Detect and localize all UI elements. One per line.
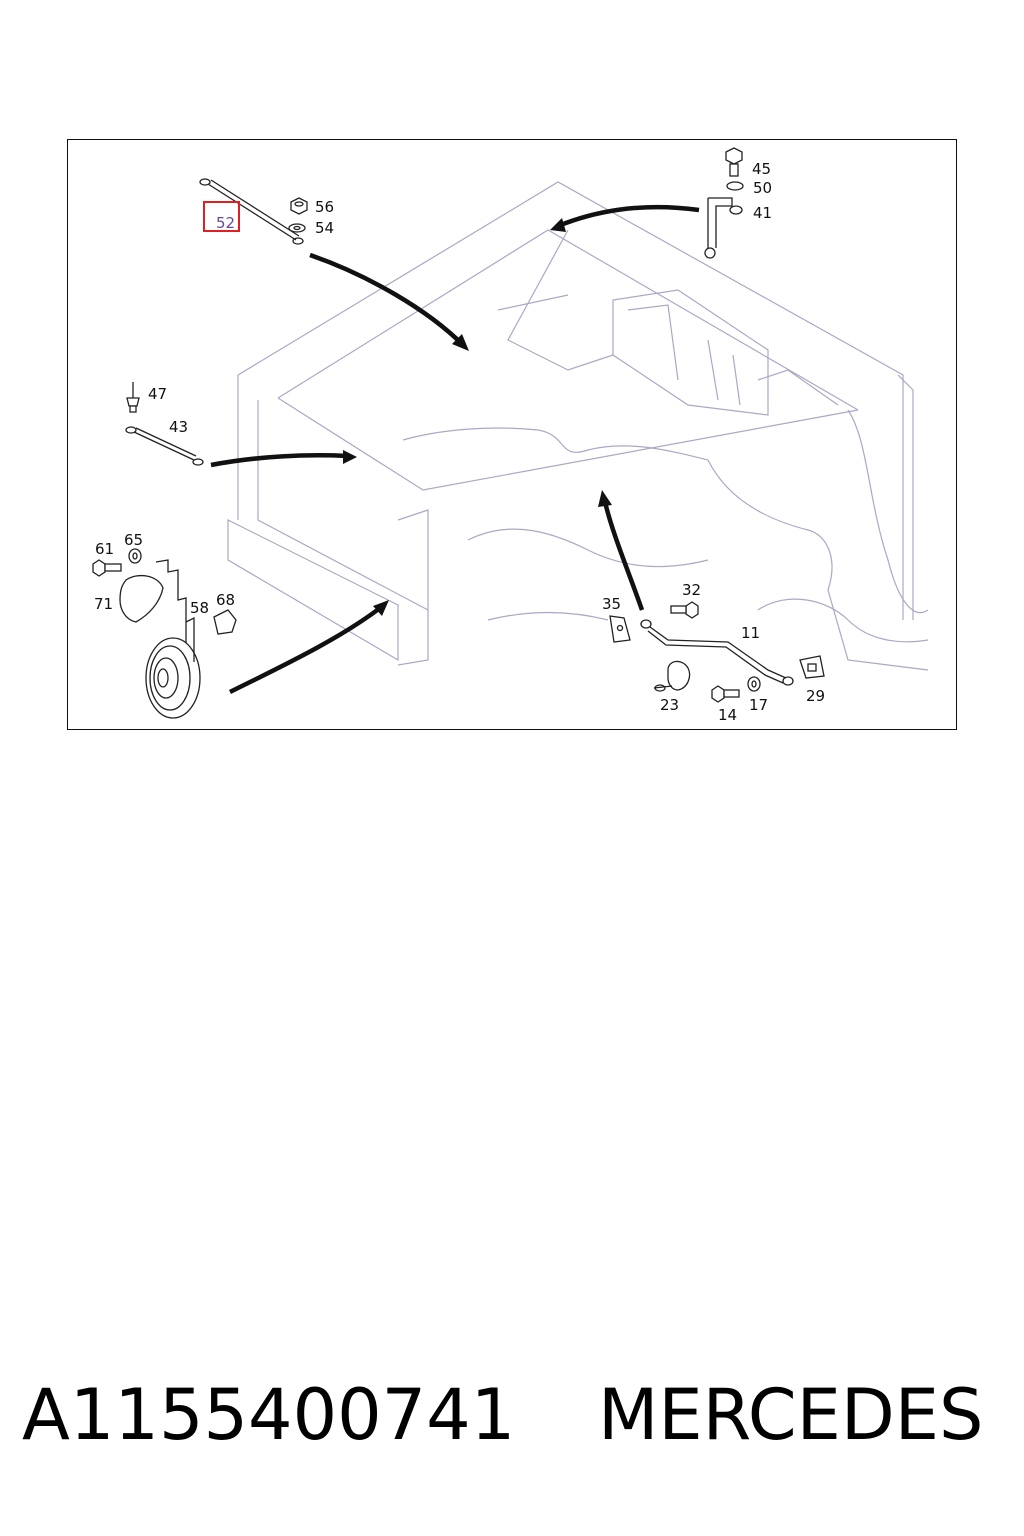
callout-35[interactable]: 35 (602, 595, 621, 613)
callout-61[interactable]: 61 (95, 540, 114, 558)
callout-highlight-box (203, 201, 240, 232)
callout-47[interactable]: 47 (148, 385, 167, 403)
part-56-nut[interactable] (290, 197, 308, 215)
part-50-washer[interactable] (726, 181, 744, 191)
callout-32[interactable]: 32 (682, 581, 701, 599)
callout-labels: 52 56 54 45 50 41 47 43 61 65 71 58 68 3… (94, 160, 825, 724)
part-52-ground-strap[interactable] (199, 178, 304, 245)
part-61-bolt[interactable] (92, 559, 122, 577)
part-58-horn[interactable] (145, 616, 201, 719)
part-29-clip[interactable] (799, 655, 825, 679)
vehicle-body-outline (227, 181, 929, 671)
callout-68[interactable]: 68 (216, 591, 235, 609)
part-32-bolt[interactable] (670, 601, 699, 619)
assembly-arrows (210, 204, 700, 695)
callout-14[interactable]: 14 (718, 706, 737, 724)
part-47-screw[interactable] (126, 382, 140, 413)
callout-45[interactable]: 45 (752, 160, 771, 178)
part-45-bolt[interactable] (725, 147, 743, 177)
callout-41[interactable]: 41 (753, 204, 772, 222)
part-68-clip[interactable] (213, 609, 237, 635)
callout-29[interactable]: 29 (806, 687, 825, 705)
callout-17[interactable]: 17 (749, 696, 768, 714)
part-54-washer[interactable] (288, 223, 306, 233)
callout-52[interactable]: 52 (216, 214, 235, 232)
callout-43[interactable]: 43 (169, 418, 188, 436)
part-17-washer[interactable] (747, 676, 761, 692)
footer-caption: A1155400741 MERCEDES (0, 1370, 1024, 1470)
callout-11[interactable]: 11 (741, 624, 760, 642)
parts-diagram-frame: 52 56 54 45 50 41 47 43 61 65 71 58 68 3… (67, 139, 957, 730)
callout-58[interactable]: 58 (190, 599, 209, 617)
callout-71[interactable]: 71 (94, 595, 113, 613)
callout-65[interactable]: 65 (124, 531, 143, 549)
part-11-ground-cable[interactable] (640, 619, 794, 686)
part-43-ground-strap[interactable] (125, 426, 204, 466)
part-71-bracket-cover[interactable] (119, 559, 187, 660)
callout-56[interactable]: 56 (315, 198, 334, 216)
exploded-parts-diagram: 52 56 54 45 50 41 47 43 61 65 71 58 68 3… (92, 147, 929, 724)
part-65-washer[interactable] (128, 548, 142, 564)
part-35-clip[interactable] (609, 615, 631, 643)
callout-50[interactable]: 50 (753, 179, 772, 197)
part-41-ground-strap[interactable] (704, 197, 743, 259)
brand-name: MERCEDES (598, 1374, 984, 1456)
part-23-clamp[interactable] (653, 660, 691, 692)
callout-23[interactable]: 23 (660, 696, 679, 714)
part-14-bolt[interactable] (711, 685, 740, 703)
callout-54[interactable]: 54 (315, 219, 334, 237)
part-number: A1155400741 (22, 1374, 516, 1456)
